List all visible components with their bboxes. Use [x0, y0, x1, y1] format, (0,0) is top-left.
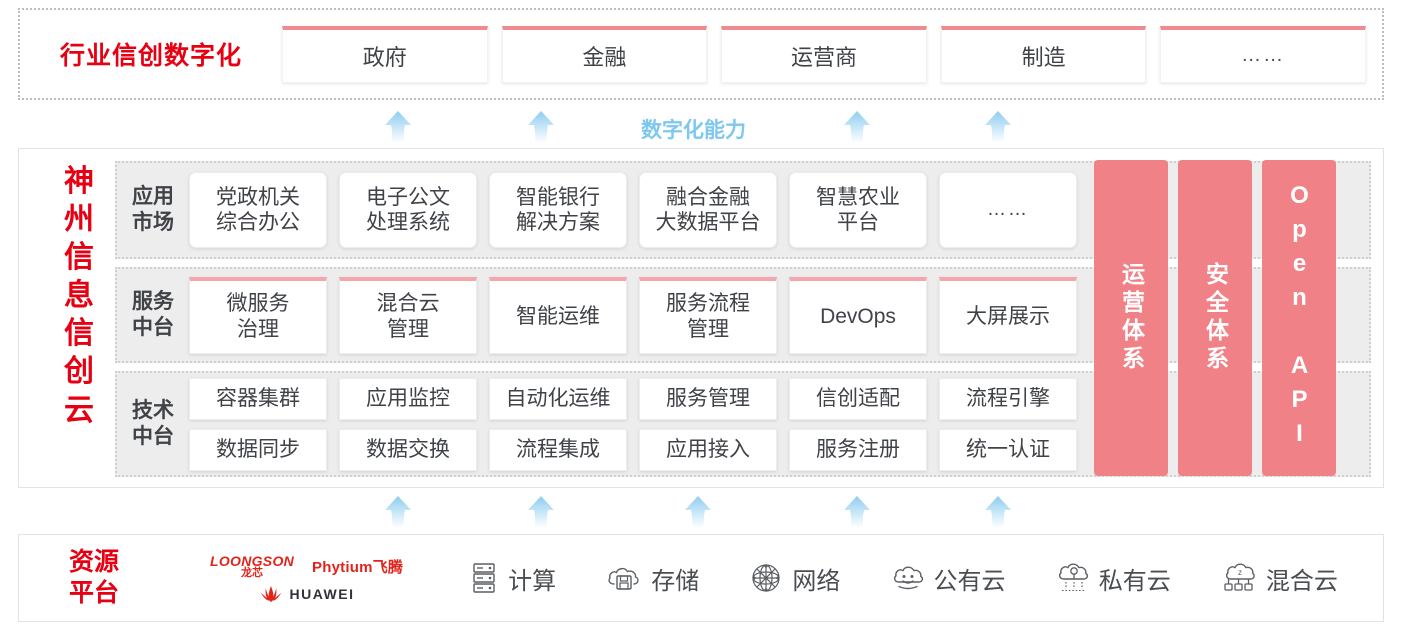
vendor-logo-row-2: HUAWEI [259, 585, 355, 603]
up-arrow-icon [840, 110, 874, 144]
band-label-technical-middle-platform: 技术 中台 [132, 398, 174, 448]
up-arrow-icon [981, 110, 1015, 144]
svc-card-big-screen-display[interactable]: 大屏展示 [939, 276, 1077, 354]
loongson-logo: LOONGSON 龙芯 [210, 554, 294, 579]
pillar-label-security-system: 安全体系 [1202, 262, 1229, 374]
pillar-open-api[interactable]: Open API [1262, 160, 1336, 476]
up-arrow-icon [381, 110, 415, 144]
huawei-flower-icon [260, 585, 281, 602]
tec-card-application-access[interactable]: 应用接入 [639, 428, 777, 471]
app-card-more[interactable]: …… [939, 172, 1077, 248]
loongson-logo-text: LOONGSON [209, 552, 295, 569]
industry-card-finance[interactable]: 金融 [501, 25, 708, 83]
app-card-party-government-office[interactable]: 党政机关 综合办公 [189, 172, 327, 248]
tec-card-automated-ops[interactable]: 自动化运维 [489, 377, 627, 420]
tec-card-unified-auth[interactable]: 统一认证 [939, 428, 1077, 471]
svc-card-service-process-management[interactable]: 服务流程 管理 [639, 276, 777, 354]
svc-card-devops[interactable]: DevOps [789, 276, 927, 354]
resource-item-network[interactable]: 网络 [749, 561, 840, 596]
pillar-security-system[interactable]: 安全体系 [1178, 160, 1252, 476]
resource-item-label-private-cloud: 私有云 [1098, 567, 1171, 595]
band-label-application-market: 应用 市场 [132, 184, 174, 234]
industry-card-more[interactable]: …… [1160, 25, 1366, 83]
resource-item-label-network: 网络 [792, 567, 841, 595]
hybrid-cloud-icon: z [1224, 563, 1255, 591]
industry-band-title: 行业信创数字化 [59, 42, 242, 70]
technical-platform-row-2: 数据同步 数据交换 流程集成 应用接入 服务注册 统一认证 [189, 428, 1077, 471]
vendor-logo-row-1: LOONGSON 龙芯 Phytium飞腾 [210, 554, 403, 579]
up-arrow-icon [840, 495, 874, 529]
tec-card-process-integration[interactable]: 流程集成 [489, 428, 627, 471]
private-cloud-icon [1058, 563, 1088, 592]
band-service-middle-platform: 服务 中台 微服务 治理 混合云 管理 智能运维 服务流程 管理 DevOps … [115, 267, 1371, 363]
up-arrow-icon [381, 495, 415, 529]
resource-item-hybrid-cloud[interactable]: z 混合云 [1221, 561, 1338, 596]
svg-text:z: z [1238, 568, 1242, 577]
tec-card-xinchuang-adaptation[interactable]: 信创适配 [789, 377, 927, 420]
app-card-smart-agriculture-platform[interactable]: 智慧农业 平台 [789, 172, 927, 248]
resource-item-label-compute: 计算 [508, 567, 557, 595]
huawei-logo: HUAWEI [259, 585, 355, 603]
app-card-fintech-bigdata-platform[interactable]: 融合金融 大数据平台 [639, 172, 777, 248]
pillar-list: 运营体系 安全体系 Open API [1094, 160, 1336, 476]
up-arrow-icon [524, 495, 558, 529]
technical-platform-card-grid: 容器集群 应用监控 自动化运维 服务管理 信创适配 流程引擎 数据同步 数据交换… [189, 377, 1369, 471]
tec-card-application-monitoring[interactable]: 应用监控 [339, 377, 477, 420]
svc-card-hybrid-cloud-management[interactable]: 混合云 管理 [339, 276, 477, 354]
resource-item-label-storage: 存储 [651, 567, 700, 595]
cloud-storage-icon [608, 567, 639, 590]
svc-card-intelligent-ops[interactable]: 智能运维 [489, 276, 627, 354]
resource-item-list: 计算 存储 [444, 561, 1383, 596]
industry-band: 行业信创数字化 政府 金融 运营商 制造 …… [18, 8, 1384, 100]
pillar-label-open-api: Open API [1286, 182, 1313, 454]
up-arrow-icon [524, 110, 558, 144]
phytium-logo: Phytium飞腾 [312, 558, 404, 576]
resource-item-private-cloud[interactable]: 私有云 [1056, 561, 1171, 596]
application-market-card-list: 党政机关 综合办公 电子公文 处理系统 智能银行 解决方案 融合金融 大数据平台… [189, 172, 1369, 248]
resource-platform-title: 资源 平台 [68, 547, 119, 607]
tec-card-data-sync[interactable]: 数据同步 [189, 428, 327, 471]
tec-card-process-engine[interactable]: 流程引擎 [939, 377, 1077, 420]
svc-card-microservice-governance[interactable]: 微服务 治理 [189, 276, 327, 354]
server-icon [473, 563, 495, 593]
resource-item-compute[interactable]: 计算 [469, 561, 556, 596]
tec-card-service-registry[interactable]: 服务注册 [789, 428, 927, 471]
up-arrow-icon [681, 495, 715, 529]
technical-platform-row-1: 容器集群 应用监控 自动化运维 服务管理 信创适配 流程引擎 [189, 377, 1077, 420]
digital-capability-label: 数字化能力 [641, 119, 746, 142]
industry-card-government[interactable]: 政府 [282, 25, 488, 83]
public-cloud-icon [893, 566, 923, 590]
loongson-logo-cn-text: 龙芯 [241, 566, 263, 579]
industry-card-manufacturing[interactable]: 制造 [940, 25, 1147, 83]
pillar-operations-system[interactable]: 运营体系 [1094, 160, 1168, 476]
band-technical-middle-platform: 技术 中台 容器集群 应用监控 自动化运维 服务管理 信创适配 流程引擎 数据同… [115, 371, 1371, 477]
industry-card-operator[interactable]: 运营商 [721, 25, 927, 83]
up-arrow-icon [981, 495, 1015, 529]
resource-item-label-hybrid-cloud: 混合云 [1265, 567, 1338, 595]
resource-item-storage[interactable]: 存储 [606, 561, 699, 596]
cloud-platform-title: 神州信息信创云 [64, 165, 94, 427]
resource-item-label-public-cloud: 公有云 [933, 567, 1006, 595]
resource-platform-container: 资源 平台 LOONGSON 龙芯 Phytium飞腾 [18, 534, 1384, 622]
vendor-logo-list: LOONGSON 龙芯 Phytium飞腾 [169, 554, 444, 603]
service-platform-card-list: 微服务 治理 混合云 管理 智能运维 服务流程 管理 DevOps 大屏展示 [189, 276, 1369, 354]
resource-item-public-cloud[interactable]: 公有云 [891, 561, 1006, 596]
band-label-service-middle-platform: 服务 中台 [132, 289, 174, 339]
industry-card-list: 政府 金融 运营商 制造 …… [282, 25, 1382, 83]
app-card-edoc-system[interactable]: 电子公文 处理系统 [339, 172, 477, 248]
app-card-smart-bank-solution[interactable]: 智能银行 解决方案 [489, 172, 627, 248]
network-icon [752, 564, 780, 592]
tec-card-container-cluster[interactable]: 容器集群 [189, 377, 327, 420]
huawei-logo-text: HUAWEI [289, 585, 355, 602]
pillar-label-operations-system: 运营体系 [1118, 262, 1145, 374]
tec-card-data-exchange[interactable]: 数据交换 [339, 428, 477, 471]
tec-card-service-management[interactable]: 服务管理 [639, 377, 777, 420]
